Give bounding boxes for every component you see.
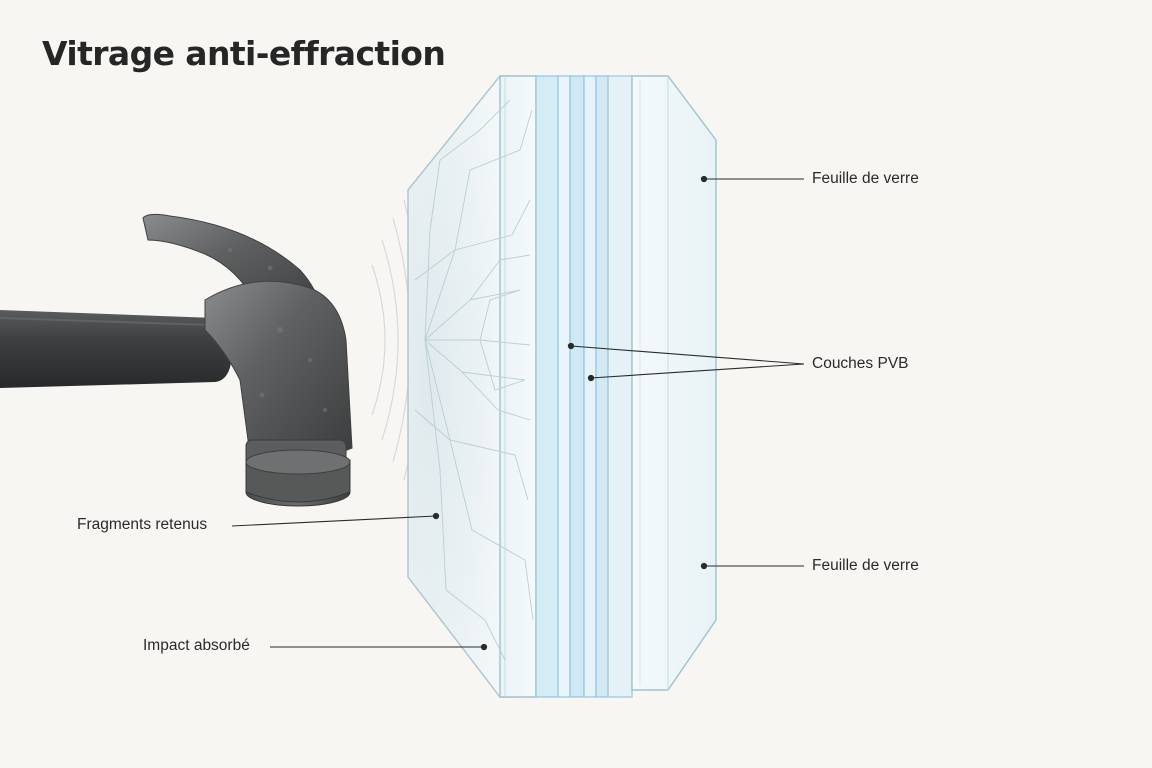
leader-lines [231,175,805,651]
label-impact: Impact absorbé [143,637,250,654]
crack-pattern [414,99,534,661]
label-fragments: Fragments retenus [77,516,208,533]
hammer-icon [0,213,353,507]
back-glass-sheet [631,75,717,691]
label-glass-sheet-top: Feuille de verre [812,170,919,187]
pvb-layers [535,75,633,698]
cracked-glass-sheet [407,75,537,698]
page-title: Vitrage anti-effraction [42,34,446,73]
label-glass-sheet-bottom: Feuille de verre [812,557,919,574]
label-pvb-layers: Couches PVB [812,355,909,372]
